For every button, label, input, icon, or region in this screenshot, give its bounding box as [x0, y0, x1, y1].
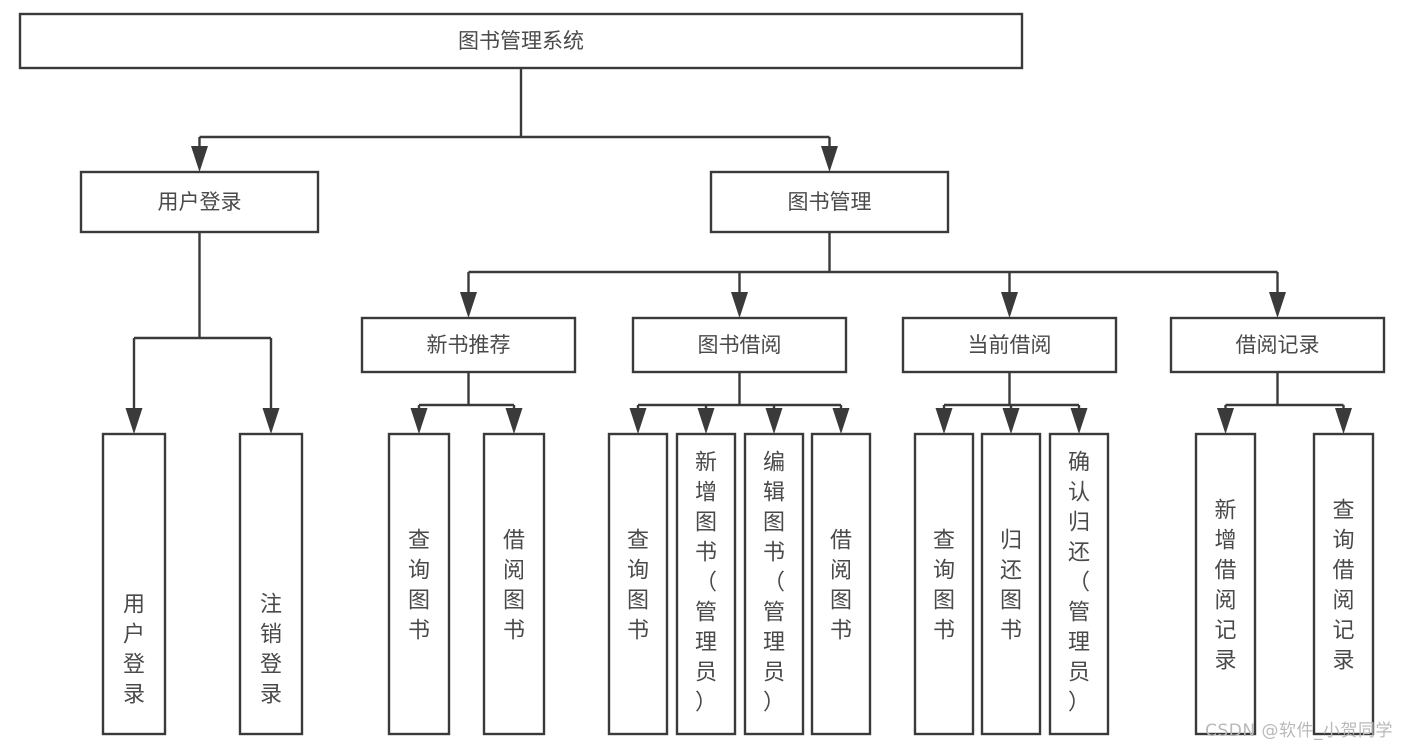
- node-fn-add-record[interactable]: 新增借阅记录: [1194, 432, 1257, 736]
- node-new-book-rec[interactable]: 新书推荐: [360, 316, 577, 374]
- connector-group: [191, 68, 838, 172]
- node-box: [743, 432, 805, 736]
- node-label: 用户登录: [158, 190, 242, 214]
- node-label: 图书借阅: [698, 333, 782, 357]
- node-label: 借阅图书: [830, 528, 852, 643]
- node-label: 新增图书（管理员）: [695, 450, 717, 715]
- node-fn-confirm-return[interactable]: 确认归还（管理员）: [1048, 432, 1110, 736]
- node-label: 查询图书: [933, 528, 955, 643]
- node-book-manage[interactable]: 图书管理: [709, 170, 950, 234]
- node-box: [913, 432, 975, 736]
- node-label: 借阅记录: [1236, 333, 1320, 357]
- node-label: 借阅图书: [503, 528, 525, 643]
- node-label: 查询图书: [408, 528, 430, 643]
- node-fn-logout[interactable]: 注销登录: [238, 432, 304, 736]
- node-current-borrow[interactable]: 当前借阅: [901, 316, 1118, 374]
- connector-group: [935, 372, 1088, 434]
- node-label: 用户登录: [123, 592, 145, 707]
- node-label: 注销登录: [260, 592, 282, 707]
- node-label: 查询借阅记录: [1332, 498, 1354, 673]
- node-box: [980, 432, 1042, 736]
- connector-group: [460, 232, 1286, 318]
- node-box: [607, 432, 669, 736]
- node-box: [360, 316, 577, 374]
- node-fn-return-book[interactable]: 归还图书: [980, 432, 1042, 736]
- node-book-borrow[interactable]: 图书借阅: [631, 316, 848, 374]
- node-label: 当前借阅: [968, 333, 1052, 357]
- node-box: [631, 316, 848, 374]
- node-label: 新增借阅记录: [1214, 498, 1236, 673]
- node-user-login[interactable]: 用户登录: [79, 170, 320, 234]
- node-label: 图书管理系统: [458, 29, 584, 53]
- node-box: [901, 316, 1118, 374]
- node-fn-edit-book[interactable]: 编辑图书（管理员）: [743, 432, 805, 736]
- node-box: [1312, 432, 1375, 736]
- connector-group: [410, 372, 523, 434]
- node-box: [387, 432, 451, 736]
- connector-group: [629, 372, 850, 434]
- node-box: [101, 432, 167, 736]
- node-fn-query-book-2[interactable]: 查询图书: [607, 432, 669, 736]
- node-box: [18, 12, 1024, 70]
- node-box: [675, 432, 737, 736]
- node-label: 新书推荐: [427, 333, 511, 357]
- node-label: 编辑图书（管理员）: [763, 450, 785, 715]
- connector-layer: [125, 68, 1352, 434]
- node-box: [1194, 432, 1257, 736]
- node-root[interactable]: 图书管理系统: [18, 12, 1024, 70]
- node-fn-add-book[interactable]: 新增图书（管理员）: [675, 432, 737, 736]
- node-label: 确认归还（管理员）: [1068, 450, 1090, 715]
- csdn-watermark: CSDN @软件_小贺同学: [1205, 721, 1393, 741]
- node-label: 查询图书: [627, 528, 649, 643]
- node-fn-query-book-1[interactable]: 查询图书: [387, 432, 451, 736]
- node-fn-borrow-book-1[interactable]: 借阅图书: [482, 432, 546, 736]
- node-label: 图书管理: [788, 190, 872, 214]
- node-box: [79, 170, 320, 234]
- node-borrow-record[interactable]: 借阅记录: [1169, 316, 1386, 374]
- node-fn-borrow-book-2[interactable]: 借阅图书: [810, 432, 872, 736]
- node-box: [482, 432, 546, 736]
- node-fn-query-book-3[interactable]: 查询图书: [913, 432, 975, 736]
- node-box: [810, 432, 872, 736]
- node-label: 归还图书: [1000, 528, 1022, 643]
- node-layer: 图书管理系统用户登录图书管理新书推荐图书借阅当前借阅借阅记录用户登录注销登录查询…: [18, 12, 1386, 736]
- node-box: [709, 170, 950, 234]
- node-fn-user-login[interactable]: 用户登录: [101, 432, 167, 736]
- node-box: [238, 432, 304, 736]
- connector-group: [125, 232, 280, 434]
- connector-group: [1217, 372, 1352, 434]
- node-box: [1048, 432, 1110, 736]
- node-fn-query-record[interactable]: 查询借阅记录: [1312, 432, 1375, 736]
- node-box: [1169, 316, 1386, 374]
